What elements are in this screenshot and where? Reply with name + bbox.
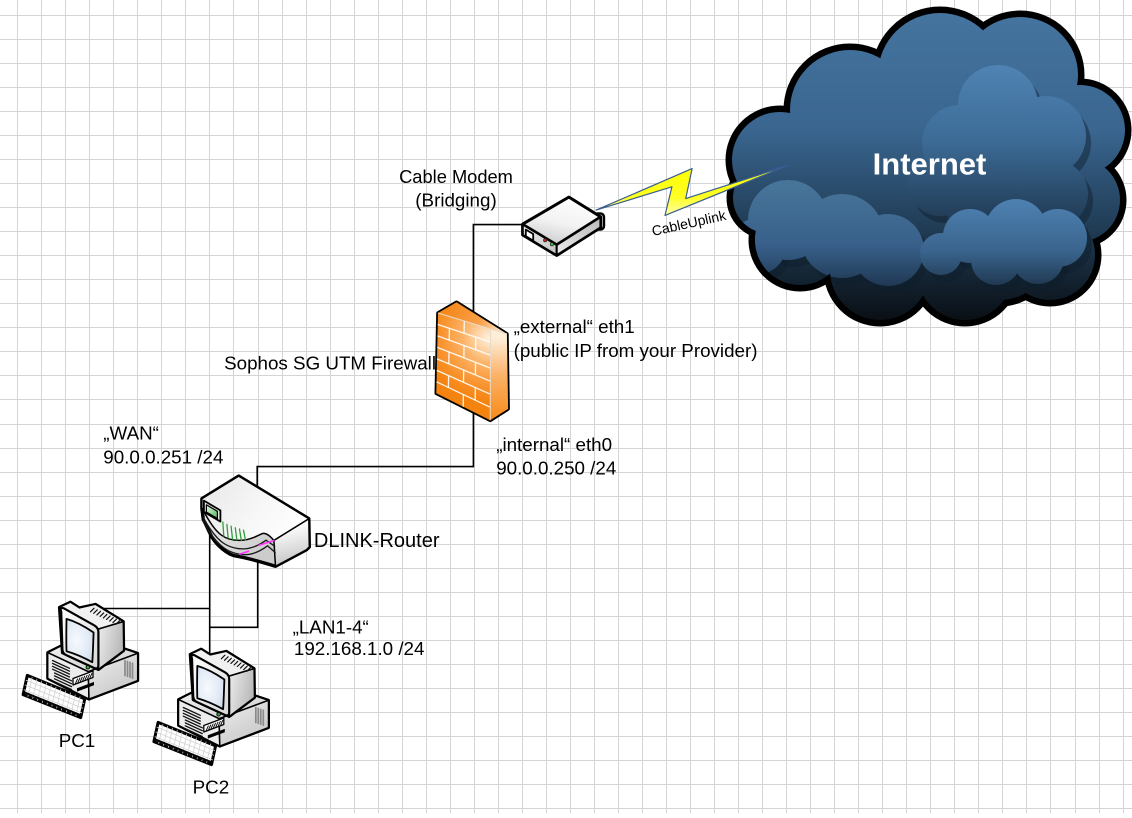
svg-text:90.0.0.250 /24: 90.0.0.250 /24: [496, 458, 616, 479]
svg-text:Internet: Internet: [873, 147, 987, 182]
svg-text:Sophos SG UTM Firewall: Sophos SG UTM Firewall: [224, 353, 436, 374]
svg-text:(Bridging): (Bridging): [415, 190, 496, 211]
svg-text:DLINK-Router: DLINK-Router: [314, 530, 440, 552]
svg-text:PC2: PC2: [193, 777, 230, 798]
svg-text:90.0.0.251 /24: 90.0.0.251 /24: [103, 447, 223, 468]
svg-text:„LAN1-4“: „LAN1-4“: [293, 617, 369, 638]
svg-text:„WAN“: „WAN“: [103, 423, 159, 444]
svg-text:„internal“ eth0: „internal“ eth0: [496, 434, 612, 455]
svg-text:Cable Modem: Cable Modem: [399, 166, 513, 187]
svg-text:(public IP from your Provider): (public IP from your Provider): [514, 340, 758, 361]
svg-text:PC1: PC1: [59, 730, 96, 751]
svg-text:192.168.1.0 /24: 192.168.1.0 /24: [294, 638, 425, 659]
svg-text:„external“ eth1: „external“ eth1: [514, 316, 635, 337]
